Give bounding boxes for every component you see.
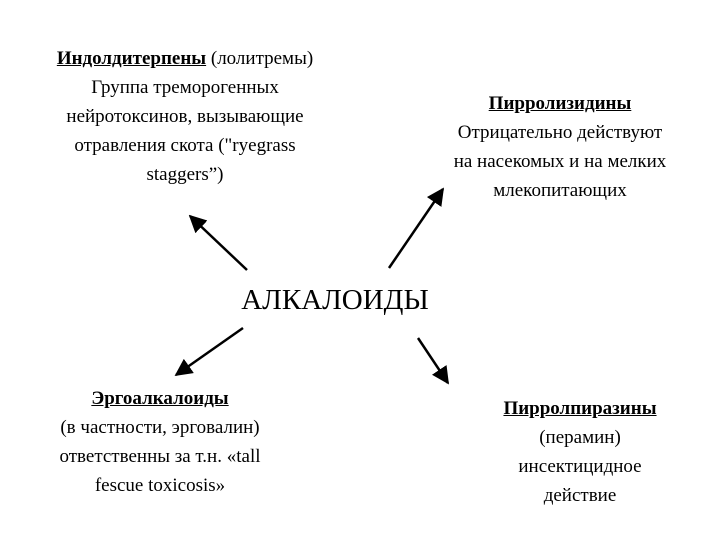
- arrow-to-pyrrolizidines: [387, 187, 445, 269]
- indolediterpenes-title-suffix: (лолитремы): [206, 48, 314, 69]
- pyrrolizidines-line: Отрицательно действуют: [457, 122, 663, 143]
- pyrrolizidines-block: Пирролизидины Отрицательно действуют на …: [410, 89, 710, 205]
- indolediterpenes-line: нейротоксинов, вызывающие: [66, 106, 304, 127]
- center-label-alkaloids: АЛКАЛОИДЫ: [241, 284, 429, 316]
- arrow-to-indolediterpenes: [188, 214, 248, 271]
- indolediterpenes-line: отравления скота ("ryegrass: [74, 135, 296, 156]
- ergoalkaloids-title: Эргоалкалоиды: [91, 388, 229, 409]
- pyrrolopyrazines-line: инсектицидное: [518, 456, 642, 477]
- pyrrolizidines-line: млекопитающих: [493, 180, 627, 201]
- indolediterpenes-block: Индолдитерпены (лолитремы) Группа тремор…: [10, 44, 360, 189]
- pyrrolizidines-title: Пирролизидины: [488, 93, 632, 114]
- ergoalkaloids-line: fescue toxicosis»: [94, 475, 226, 496]
- pyrrolopyrazines-block: Пирролпиразины (перамин) инсектицидное д…: [440, 394, 720, 510]
- indolediterpenes-title: Индолдитерпены: [56, 48, 207, 69]
- pyrrolopyrazines-line: (перамин): [539, 427, 621, 448]
- ergoalkaloids-line: (в частности, эрговалин): [60, 417, 260, 438]
- pyrrolizidines-line: на насекомых и на мелких: [453, 151, 667, 172]
- pyrrolopyrazines-line: действие: [543, 485, 617, 506]
- arrow-to-ergoalkaloids: [174, 326, 244, 377]
- arrow-to-pyrrolopyrazines: [416, 337, 450, 385]
- pyrrolopyrazines-title: Пирролпиразины: [503, 398, 657, 419]
- indolediterpenes-title-line: Индолдитерпены (лолитремы): [10, 44, 360, 73]
- indolediterpenes-line: staggers”): [146, 164, 224, 185]
- ergoalkaloids-block: Эргоалкалоиды (в частности, эрговалин) о…: [10, 384, 310, 500]
- indolediterpenes-line: Группа треморогенных: [91, 77, 279, 98]
- ergoalkaloids-line: ответственны за т.н. «tall: [59, 446, 261, 467]
